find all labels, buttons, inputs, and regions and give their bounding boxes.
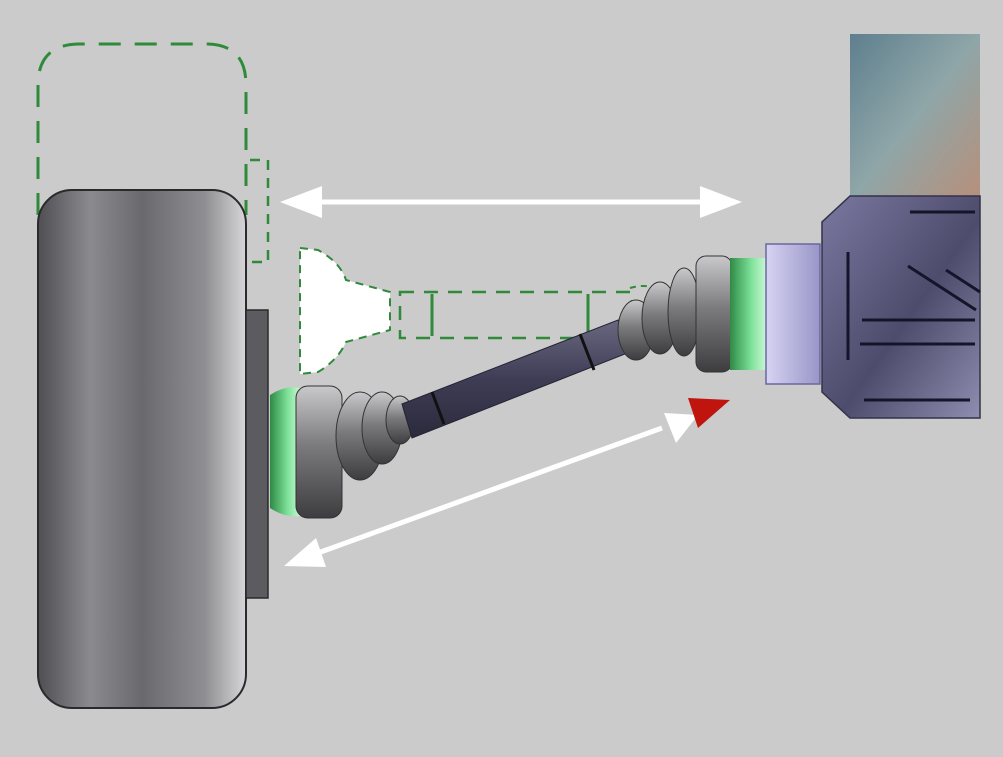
output-flange [765,243,821,385]
length-arrow-straight [280,186,742,218]
wheel-tire [37,189,247,709]
outer-cv-joint [270,385,415,519]
wheel-hub [245,309,269,599]
length-arrow-angled [284,413,698,567]
inner-cv-joint [617,255,766,373]
body-panel [850,34,980,200]
red-direction-arrow [688,398,730,428]
ghost-wheel-raised [36,42,248,215]
transmission-housing [821,195,981,419]
ghost-drive-shaft [299,246,669,376]
ghost-hub [250,158,270,264]
